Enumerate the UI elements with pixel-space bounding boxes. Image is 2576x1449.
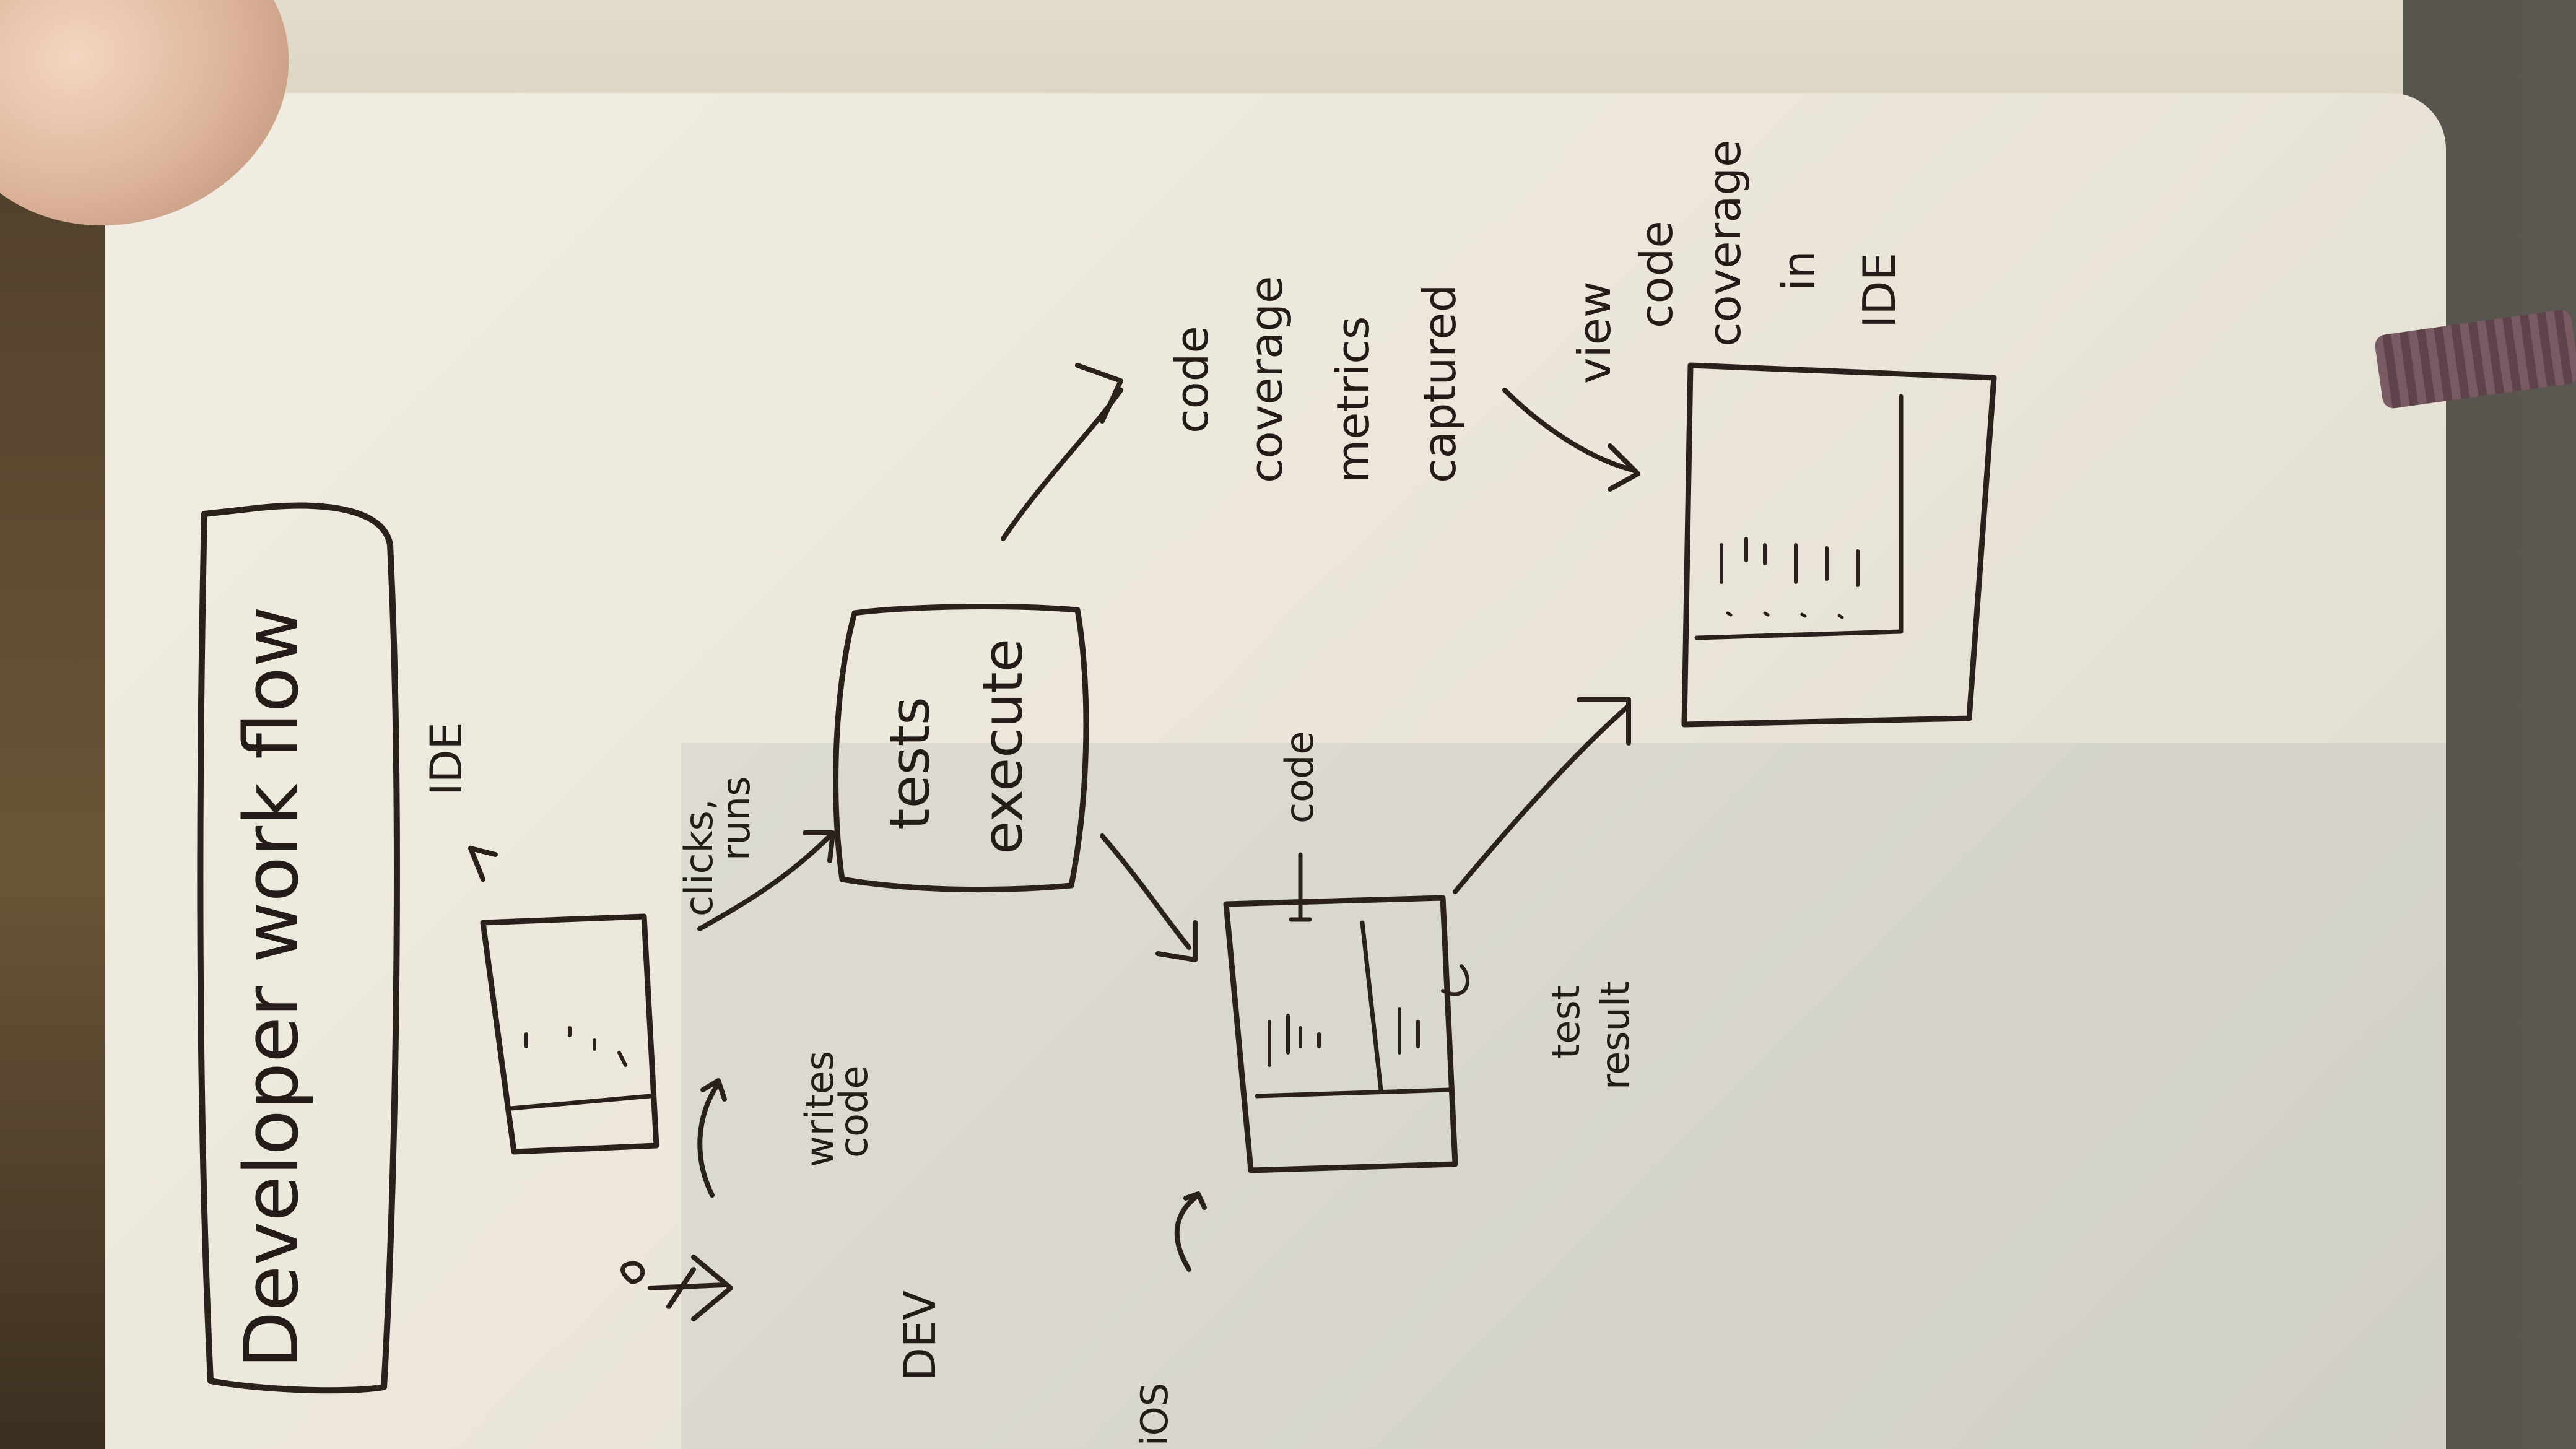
diagram-title: Developer work flow: [229, 606, 315, 1368]
result-screen: [1223, 895, 1469, 1173]
view-line-5: IDE: [1853, 253, 1905, 328]
coverage-line-1: code: [1166, 326, 1218, 433]
view-line-1: view: [1569, 281, 1621, 384]
clicks-label: clicks,: [676, 798, 721, 916]
view-line-3: coverage: [1699, 140, 1751, 347]
page-shadow: [681, 743, 2446, 1449]
execute-label: execute: [971, 638, 1035, 855]
code-pointer-line: [1289, 852, 1312, 922]
tests-label: tests: [878, 697, 942, 830]
coverage-screen: [1681, 362, 1997, 728]
developer-figure: [620, 1255, 733, 1321]
writes-label: writes: [797, 1051, 842, 1167]
ide-arrow: [468, 846, 498, 882]
test-label: test: [1543, 985, 1588, 1059]
writes-arrow: [697, 1078, 727, 1198]
notebook-page: [105, 93, 2446, 1449]
result-arrow: [1100, 833, 1198, 962]
dev-arrow: [1174, 1191, 1207, 1272]
view-line-2: code: [1630, 220, 1682, 328]
title-frame: [197, 502, 400, 1394]
coverage-line-2: coverage: [1240, 276, 1292, 483]
dev-label: DEV: [895, 1290, 946, 1381]
runs-label: runs: [713, 777, 759, 861]
coverage-arrow: [1001, 363, 1123, 541]
coverage-line-3: metrics: [1327, 316, 1379, 483]
ios-label: iOS: [1133, 1383, 1177, 1446]
coverage-line-4: captured: [1414, 284, 1466, 483]
ide-screen: [480, 913, 659, 1155]
captured-arrow: [1502, 388, 1640, 492]
view-line-4: in: [1773, 250, 1825, 291]
ide-label: IDE: [421, 722, 472, 796]
result-label: result: [1593, 981, 1638, 1090]
tests-box: [833, 604, 1089, 893]
code-label: code: [831, 1065, 876, 1158]
clicks-arrow: [697, 830, 835, 931]
ide-view-arrow: [1453, 697, 1631, 894]
code-pointer-label: code: [1277, 731, 1322, 824]
